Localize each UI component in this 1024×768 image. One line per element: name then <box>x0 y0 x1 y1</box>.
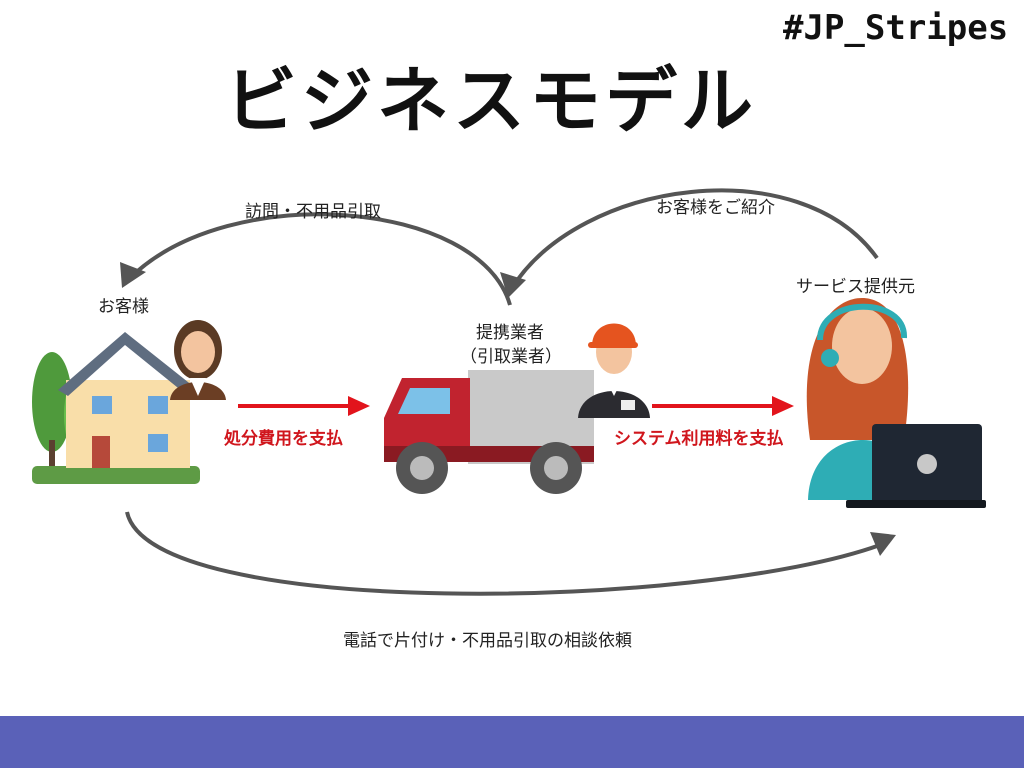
consultation-arrow <box>125 511 881 596</box>
laptop-icon <box>846 424 986 508</box>
node-label-customer: お客様 <box>98 297 149 317</box>
node-label-provider: サービス提供元 <box>796 277 915 297</box>
slide-title: ビジネスモデル <box>225 59 758 143</box>
referral-arrow <box>510 188 879 290</box>
edge-label-referral: お客様をご紹介 <box>656 198 775 218</box>
customer-house-icon <box>32 332 200 484</box>
edge-label-pay-system: システム利用料を支払 <box>614 429 784 449</box>
edge-label-pay-disposal: 処分費用を支払 <box>224 429 343 449</box>
truck-icon <box>384 370 594 494</box>
node-label-partner: 提携業者 <box>476 323 544 343</box>
edge-label-consultation: 電話で片付け・不用品引取の相談依頼 <box>343 631 632 651</box>
node-label-partner-sub: （引取業者） <box>460 347 562 367</box>
edge-label-visit-pickup: 訪問・不用品引取 <box>245 202 381 222</box>
worker-person-icon <box>578 323 650 418</box>
business-model-diagram <box>32 188 986 596</box>
hashtag-label: #JP_Stripes <box>783 8 1009 48</box>
visit-pickup-arrow <box>128 212 512 306</box>
footer-bar <box>0 716 1024 768</box>
customer-person-icon <box>170 320 226 400</box>
